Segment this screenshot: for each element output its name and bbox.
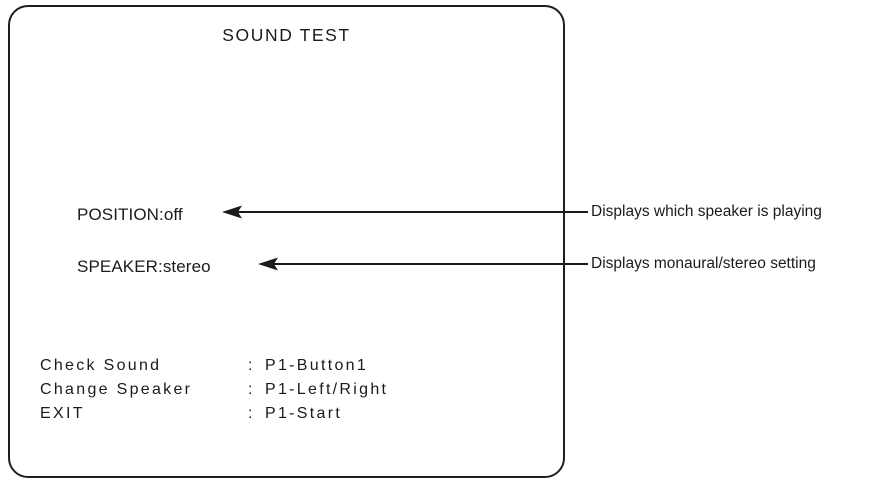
command-legend-list: Check Sound : P1-Button1 Change Speaker …	[40, 354, 388, 426]
command-separator: :	[248, 405, 255, 422]
command-value: P1-Left/Right	[265, 381, 389, 398]
list-item: Change Speaker : P1-Left/Right	[40, 378, 388, 402]
command-label: EXIT	[40, 405, 85, 422]
annotation-label-position: Displays which speaker is playing	[591, 203, 822, 220]
status-position-value: POSITION:off	[77, 205, 183, 224]
command-label: Check Sound	[40, 357, 162, 374]
command-value: P1-Button1	[265, 357, 369, 374]
command-label: Change Speaker	[40, 381, 193, 398]
callout-arrow-left-icon	[222, 205, 588, 219]
page-title: SOUND TEST	[222, 25, 351, 45]
callout-arrow-left-icon	[258, 257, 588, 271]
list-item: EXIT : P1-Start	[40, 402, 388, 426]
sound-test-screen-panel: SOUND TEST POSITION:off SPEAKER:stereo C…	[8, 5, 565, 478]
command-separator: :	[248, 381, 255, 398]
command-separator: :	[248, 357, 255, 374]
annotation-label-speaker: Displays monaural/stereo setting	[591, 255, 816, 272]
command-value: P1-Start	[265, 405, 343, 422]
status-speaker-value: SPEAKER:stereo	[77, 257, 211, 276]
list-item: Check Sound : P1-Button1	[40, 354, 388, 378]
